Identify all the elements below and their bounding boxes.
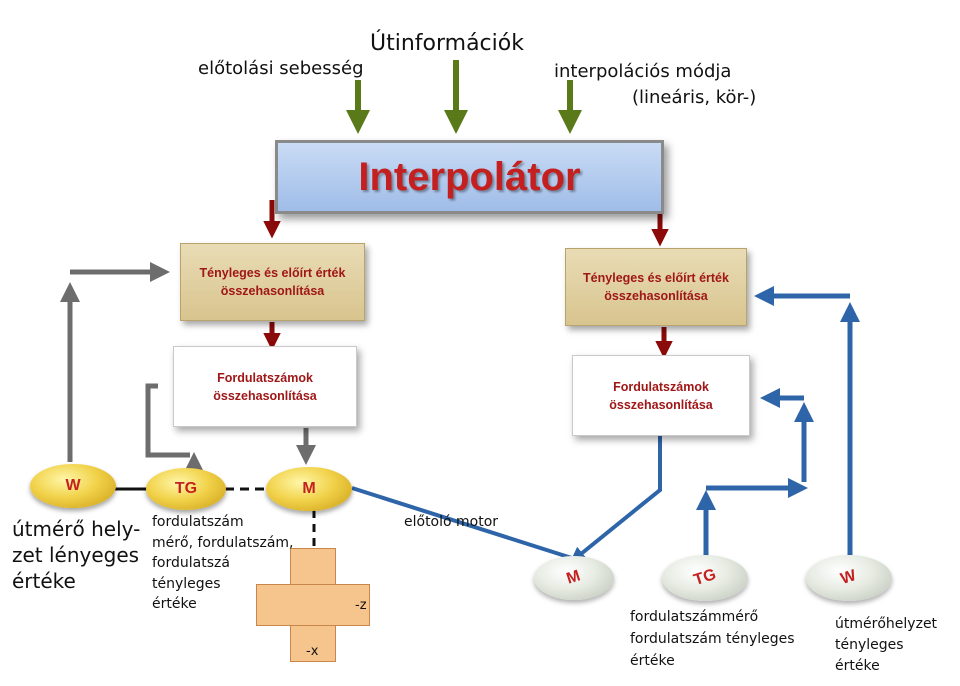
left-compare-line1: Tényleges és előírt érték bbox=[199, 266, 346, 280]
interpolator-label: Interpolátor bbox=[358, 154, 581, 199]
right-tg-caption-line1: fordulatszámmérő bbox=[630, 609, 759, 625]
left-tg-feedback-line bbox=[145, 383, 190, 458]
left-m-label: M bbox=[302, 480, 316, 497]
left-tg-label: TG bbox=[174, 480, 198, 497]
right-compare-box: Tényleges és előírt érték összehasonlítá… bbox=[565, 248, 747, 326]
motor-link-line bbox=[351, 486, 579, 562]
left-w-caption-line3: értéke bbox=[12, 569, 76, 593]
right-w-caption-line3: értéke bbox=[835, 658, 880, 674]
cross-horizontal bbox=[256, 584, 370, 626]
right-rpm-box: Fordulatszámok összehasonlítása bbox=[572, 355, 750, 436]
left-m-ellipse: M bbox=[266, 467, 352, 511]
right-w-caption: útmérőhelyzet tényleges értéke bbox=[835, 614, 937, 677]
left-tg-caption-line5: értéke bbox=[152, 596, 197, 612]
right-tg-ellipse: TG bbox=[662, 555, 748, 601]
right-w-label: W bbox=[839, 567, 859, 588]
left-tg-caption-line1: fordulatszám bbox=[152, 514, 244, 530]
path-info-title: Útinformációk bbox=[370, 31, 524, 56]
interpolator-box: Interpolátor bbox=[275, 140, 664, 214]
right-w-ellipse: W bbox=[806, 555, 892, 601]
right-compare-line2: összehasonlítása bbox=[604, 289, 708, 303]
left-tg-caption-line4: tényleges bbox=[152, 575, 221, 592]
left-compare-line2: összehasonlítása bbox=[220, 284, 325, 298]
right-tg-caption-line3: értéke bbox=[630, 653, 675, 669]
left-w-ellipse: W bbox=[30, 464, 116, 508]
right-tg-caption: fordulatszámmérő fordulatszám tényleges … bbox=[630, 606, 795, 672]
left-w-caption-line1: útmérő hely- bbox=[12, 517, 141, 541]
left-rpm-box: Fordulatszámok összehasonlítása bbox=[173, 346, 357, 427]
right-rpm-line2: összehasonlítása bbox=[609, 397, 713, 412]
feed-speed-label: előtolási sebesség bbox=[198, 58, 364, 79]
left-tg-caption-line2: mérő, fordulatszám, bbox=[152, 534, 294, 551]
right-m-label: M bbox=[564, 567, 583, 588]
interp-mode-label: interpolációs módja bbox=[554, 61, 732, 82]
right-rpm-to-m-arrow bbox=[569, 436, 662, 564]
left-w-caption: útmérő hely- zet lényeges értéke bbox=[12, 516, 140, 594]
left-rpm-line2: összehasonlítása bbox=[213, 388, 317, 403]
left-w-label: W bbox=[65, 477, 81, 494]
motor-caption: előtoló motor bbox=[404, 514, 499, 530]
left-compare-box: Tényleges és előírt érték összehasonlítá… bbox=[180, 243, 365, 321]
right-rpm-line1: Fordulatszámok bbox=[613, 379, 709, 394]
left-rpm-line1: Fordulatszámok bbox=[217, 370, 313, 385]
right-tg-caption-line2: fordulatszám tényleges bbox=[630, 631, 795, 647]
right-tg-label: TG bbox=[691, 566, 719, 590]
right-m-ellipse: M bbox=[534, 556, 614, 600]
right-compare-line1: Tényleges és előírt érték bbox=[583, 271, 729, 285]
left-tg-caption: fordulatszám mérő, fordulatszám, fordula… bbox=[152, 512, 294, 615]
left-w-caption-line2: zet lényeges bbox=[12, 543, 140, 567]
right-w-caption-line2: tényleges bbox=[835, 637, 904, 653]
left-tg-ellipse: TG bbox=[146, 468, 226, 510]
right-w-caption-line1: útmérőhelyzet bbox=[835, 616, 938, 632]
left-tg-caption-line3: fordulatszá bbox=[152, 555, 230, 571]
axis-x-label: -x bbox=[306, 644, 319, 659]
interp-mode-sub-label: (lineáris, kör-) bbox=[632, 87, 757, 108]
axis-z-label: -z bbox=[355, 598, 367, 613]
